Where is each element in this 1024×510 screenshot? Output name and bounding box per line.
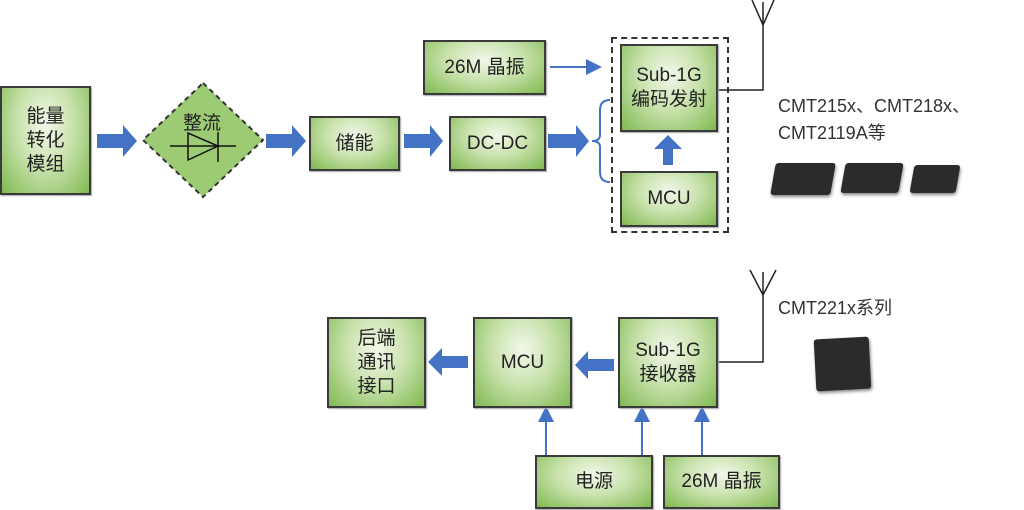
antenna-icon-rx <box>717 269 777 363</box>
crystal-box-tx: 26M 晶振 <box>423 40 546 95</box>
label: 26M 晶振 <box>444 56 525 78</box>
diode-icon <box>170 131 236 162</box>
label: MCU <box>647 188 691 209</box>
label: 能量 <box>26 105 65 127</box>
label: 26M 晶振 <box>681 471 762 492</box>
energy-module-box: 能量转化模组 <box>0 86 91 195</box>
mcu-box-rx: MCU <box>473 317 572 408</box>
rectifier-label: 整流 <box>183 113 222 134</box>
arrow-dcdc-to-module <box>548 125 589 157</box>
label: 后端 <box>357 327 396 349</box>
arrow-mcu-to-tx <box>654 135 682 165</box>
mcu-box-tx: MCU <box>620 171 718 227</box>
backend-box: 后端通讯接口 <box>327 317 426 408</box>
label: Sub-1G <box>635 339 701 361</box>
arrow-energy-to-rectifier <box>97 125 137 157</box>
label: 通讯 <box>357 351 396 373</box>
label: 模组 <box>26 153 65 175</box>
label: 储能 <box>335 132 374 154</box>
dcdc-box: DC-DC <box>449 116 546 171</box>
label: 接收器 <box>639 363 697 385</box>
arrow-rx-to-mcu <box>575 351 614 379</box>
label: 转化 <box>26 129 65 151</box>
label: Sub-1G <box>636 65 702 86</box>
rx-chip-note: CMT221x系列 <box>778 298 893 318</box>
label: 接口 <box>357 375 396 397</box>
chip-image-rx <box>813 336 872 392</box>
arrow-rectifier-to-storage <box>266 125 306 157</box>
label: DC-DC <box>466 132 529 154</box>
chip-image-1 <box>770 163 836 195</box>
chip-image-2 <box>840 163 904 193</box>
tx-chip-note-2: CMT2119A等 <box>778 123 886 143</box>
crystal-box-rx: 26M 晶振 <box>663 455 780 509</box>
label: MCU <box>500 351 545 373</box>
tx-box: Sub-1G 编码发射 <box>620 44 718 132</box>
label: 电源 <box>574 471 613 492</box>
power-box: 电源 <box>535 455 653 509</box>
tx-module-group <box>611 37 729 233</box>
label: 编码发射 <box>630 89 707 110</box>
arrow-storage-to-dcdc <box>404 125 443 157</box>
chip-image-3 <box>909 165 961 193</box>
tx-chip-note-1: CMT215x、CMT218x、 <box>778 96 971 116</box>
storage-box: 储能 <box>309 116 400 171</box>
brace <box>591 99 611 183</box>
antenna-icon-tx <box>717 0 775 91</box>
arrow-mcu-to-backend <box>428 348 468 376</box>
